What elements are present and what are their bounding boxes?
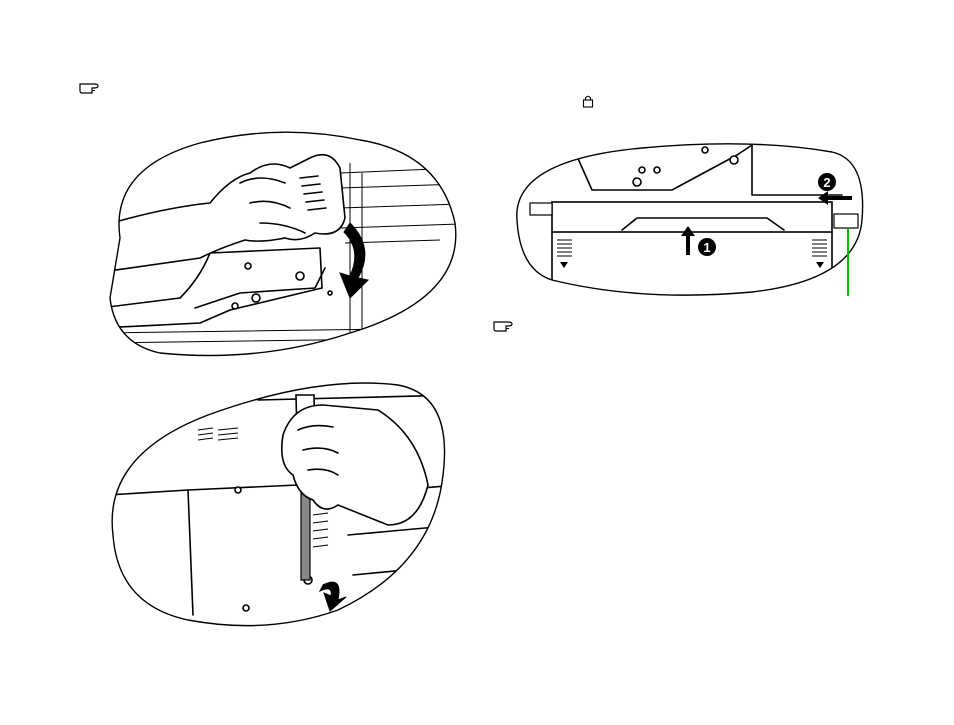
lock-icon [582,94,594,108]
pointing-hand-note-icon [78,80,102,96]
pointing-hand-note-icon [492,318,516,334]
hand-opening-cover-illustration [100,128,460,360]
step-2-badge: 2 [818,173,836,191]
module-removal-illustration [512,140,867,300]
step-1-badge: 1 [698,238,716,256]
screwdriver-illustration [98,375,448,630]
green-leader-line [847,228,849,296]
